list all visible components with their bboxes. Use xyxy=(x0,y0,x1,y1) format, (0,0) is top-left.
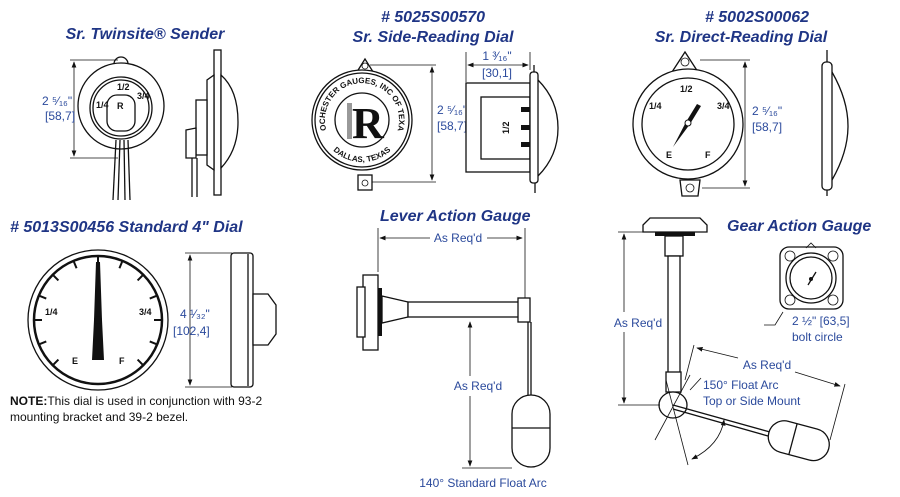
gear-arm-dimension: As Req'd 150° Float Arc Top or Side Moun… xyxy=(684,344,846,441)
side-reading-side-view: 1/2 1 ³⁄₁₆" [30,1] xyxy=(465,49,559,193)
direct-reading-section: # 5002S00062 Sr. Direct-Reading Dial 1/2… xyxy=(632,9,849,197)
standard-label-quarter: 1/4 xyxy=(45,307,58,317)
twinsite-front-view: R 1/2 1/4 3/4 xyxy=(77,56,165,201)
direct-reading-label-empty: E xyxy=(666,150,672,160)
gear-bolt-dim: 2 ½" [63,5] xyxy=(792,314,850,328)
standard-dial-section: # 5013S00456 Standard 4" Dial 1/4 3/4 E … xyxy=(10,219,277,424)
twinsite-sender-section: Sr. Twinsite® Sender R 1/2 1/4 3/4 2 ⁵⁄₁… xyxy=(42,26,239,201)
standard-label-full: F xyxy=(119,356,125,366)
direct-reading-title: Sr. Direct-Reading Dial xyxy=(655,29,828,46)
lever-action-section: Lever Action Gauge As Req'd As Req'd 140… xyxy=(356,208,551,490)
gear-arc-line1: 150° Float Arc xyxy=(703,378,779,392)
side-reading-dim-mm: [58,7] xyxy=(437,119,467,133)
side-reading-part-number: # 5025S00570 xyxy=(381,9,485,26)
standard-dial-face-view: 1/4 3/4 E F xyxy=(27,249,169,391)
twinsite-dim-mm: [58,7] xyxy=(45,109,75,123)
standard-needle xyxy=(92,262,104,360)
twinsite-height-dimension: 2 ⁵⁄₁₆" [58,7] xyxy=(42,59,118,159)
dial-tick xyxy=(136,274,144,282)
twinsite-dial-half: 1/2 xyxy=(117,82,130,92)
direct-reading-part-number: # 5002S00062 xyxy=(705,9,809,26)
lever-depth-label: As Req'd xyxy=(454,379,502,393)
direct-reading-side-view xyxy=(821,50,849,196)
standard-label-three-quarter: 3/4 xyxy=(139,307,152,317)
dial-tick xyxy=(149,294,157,300)
gear-arc-line2: Top or Side Mount xyxy=(703,394,801,408)
svg-text:R: R xyxy=(117,101,124,111)
direct-reading-label-quarter: 1/4 xyxy=(649,101,662,111)
direct-reading-needle xyxy=(673,122,690,147)
standard-height-dimension: 4 ¹⁄₃₂" [102,4] xyxy=(173,252,232,388)
twinsite-dial-quarter: 1/4 xyxy=(96,100,109,110)
side-reading-side-label: 1/2 xyxy=(501,121,511,134)
gear-top-view: 2 ½" [63,5] bolt circle xyxy=(764,242,850,344)
standard-note-line2: mounting bracket and 39-2 bezel. xyxy=(10,410,188,424)
twinsite-side-view xyxy=(185,49,239,197)
lever-title: Lever Action Gauge xyxy=(380,208,531,225)
gear-gauge-drawing xyxy=(642,217,830,466)
lever-arc-label: 140° Standard Float Arc xyxy=(419,476,547,490)
svg-text:R: R xyxy=(352,99,385,148)
standard-side-view xyxy=(230,252,277,388)
side-reading-height-dimension: 2 ⁵⁄₁₆" [58,7] xyxy=(370,64,467,183)
direct-reading-label-half: 1/2 xyxy=(680,84,693,94)
gear-title: Gear Action Gauge xyxy=(727,218,871,235)
standard-dim-mm: [102,4] xyxy=(173,324,210,338)
side-reading-title: Sr. Side-Reading Dial xyxy=(353,29,514,46)
side-reading-depth-in: 1 ³⁄₁₆" xyxy=(482,49,511,63)
side-reading-depth-mm: [30,1] xyxy=(482,66,512,80)
dial-tick xyxy=(72,261,78,269)
note-label: NOTE: xyxy=(10,394,47,408)
standard-dial-title: # 5013S00456 Standard 4" Dial xyxy=(10,219,243,236)
gear-arm-label: As Req'd xyxy=(743,358,791,372)
gear-action-section: Gear Action Gauge As Req'd xyxy=(614,217,871,466)
gear-depth-label: As Req'd xyxy=(614,316,662,330)
direct-reading-height-dimension: 2 ⁵⁄₁₆" [58,7] xyxy=(700,59,782,189)
direct-reading-dim-mm: [58,7] xyxy=(752,120,782,134)
lever-gauge-drawing xyxy=(356,274,551,468)
lever-length-label: As Req'd xyxy=(434,231,482,245)
side-reading-dim-in: 2 ⁵⁄₁₆" xyxy=(437,103,467,117)
gear-depth-dimension: As Req'd xyxy=(614,231,662,406)
direct-reading-label-three-quarter: 3/4 xyxy=(717,101,730,111)
lever-length-dimension: As Req'd xyxy=(377,228,526,300)
standard-dim-in: 4 ¹⁄₃₂" xyxy=(180,307,210,321)
direct-reading-face-view: 1/2 1/4 3/4 E F xyxy=(632,50,744,197)
dial-tick xyxy=(118,261,124,269)
standard-note-line1: NOTE:This dial is used in conjunction wi… xyxy=(10,394,262,408)
twinsite-dim-in: 2 ⁵⁄₁₆" xyxy=(42,94,72,108)
dial-tick xyxy=(52,274,60,282)
direct-reading-label-full: F xyxy=(705,150,711,160)
lever-depth-dimension: As Req'd 140° Standard Float Arc xyxy=(419,321,547,490)
dial-tick xyxy=(149,340,157,346)
gear-bolt-label: bolt circle xyxy=(792,330,843,344)
dial-tick xyxy=(39,294,47,300)
twinsite-title: Sr. Twinsite® Sender xyxy=(66,26,226,43)
direct-reading-dim-in: 2 ⁵⁄₁₆" xyxy=(752,104,782,118)
twinsite-dial-three-quarter: 3/4 xyxy=(137,91,150,101)
dial-tick xyxy=(52,358,60,366)
standard-label-empty: E xyxy=(72,356,78,366)
dial-tick xyxy=(136,358,144,366)
dial-tick xyxy=(39,340,47,346)
